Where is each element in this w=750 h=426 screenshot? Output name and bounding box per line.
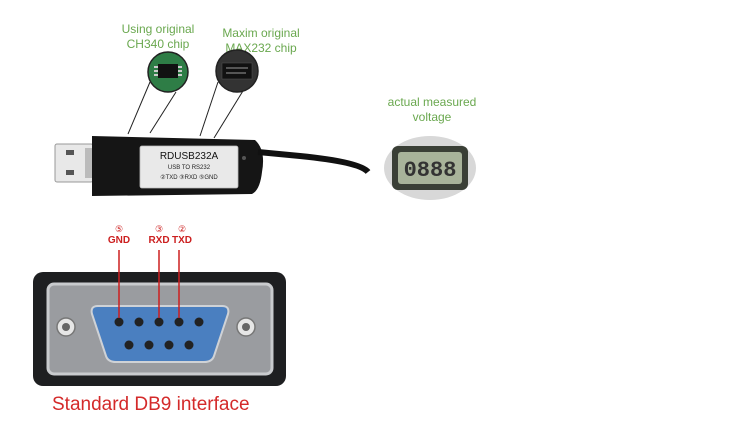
db9-connector bbox=[33, 272, 286, 386]
voltage-annotation-line1: actual measured bbox=[387, 95, 477, 109]
ch340-leader-line bbox=[127, 81, 151, 135]
ch340-annotation-line2: CH340 chip bbox=[126, 37, 190, 51]
cable-pins-text: ②TXD ③RXD ⑤GND bbox=[160, 175, 218, 181]
pin-txd-label: TXD bbox=[172, 235, 192, 246]
cable-model-label: RDUSB232A bbox=[159, 151, 219, 162]
cable-body bbox=[92, 136, 371, 196]
max232-leader-line bbox=[199, 81, 219, 137]
ch340-annotation-line1: Using original bbox=[121, 22, 195, 36]
pin-gnd-label: GND bbox=[107, 235, 131, 246]
voltage-display: 0888 bbox=[384, 136, 476, 200]
svg-text:0888: 0888 bbox=[404, 158, 457, 183]
voltage-annotation: actual measured voltage bbox=[372, 95, 492, 125]
pin-gnd-number: ⑤ bbox=[114, 224, 124, 234]
max232-annotation-line1: Maxim original bbox=[222, 26, 300, 40]
usb-plug bbox=[54, 143, 94, 183]
max232-chip-icon bbox=[215, 49, 259, 93]
ch340-chip-icon bbox=[147, 51, 189, 93]
pin-txd: ② TXD bbox=[168, 224, 196, 246]
pin-txd-number: ② bbox=[177, 224, 187, 234]
ch340-leader-line-2 bbox=[149, 91, 177, 134]
pin-gnd: ⑤ GND bbox=[105, 224, 133, 246]
max232-leader-line-2 bbox=[213, 85, 247, 139]
cable-subtitle: USB TO RS232 bbox=[167, 165, 211, 171]
pin-rxd-number: ③ bbox=[154, 224, 164, 234]
ch340-annotation: Using original CH340 chip bbox=[108, 22, 208, 52]
connector-title: Standard DB9 interface bbox=[52, 394, 250, 415]
pin-rxd-label: RXD bbox=[148, 235, 170, 246]
pin-rxd: ③ RXD bbox=[145, 224, 173, 246]
voltage-annotation-line2: voltage bbox=[412, 110, 452, 124]
